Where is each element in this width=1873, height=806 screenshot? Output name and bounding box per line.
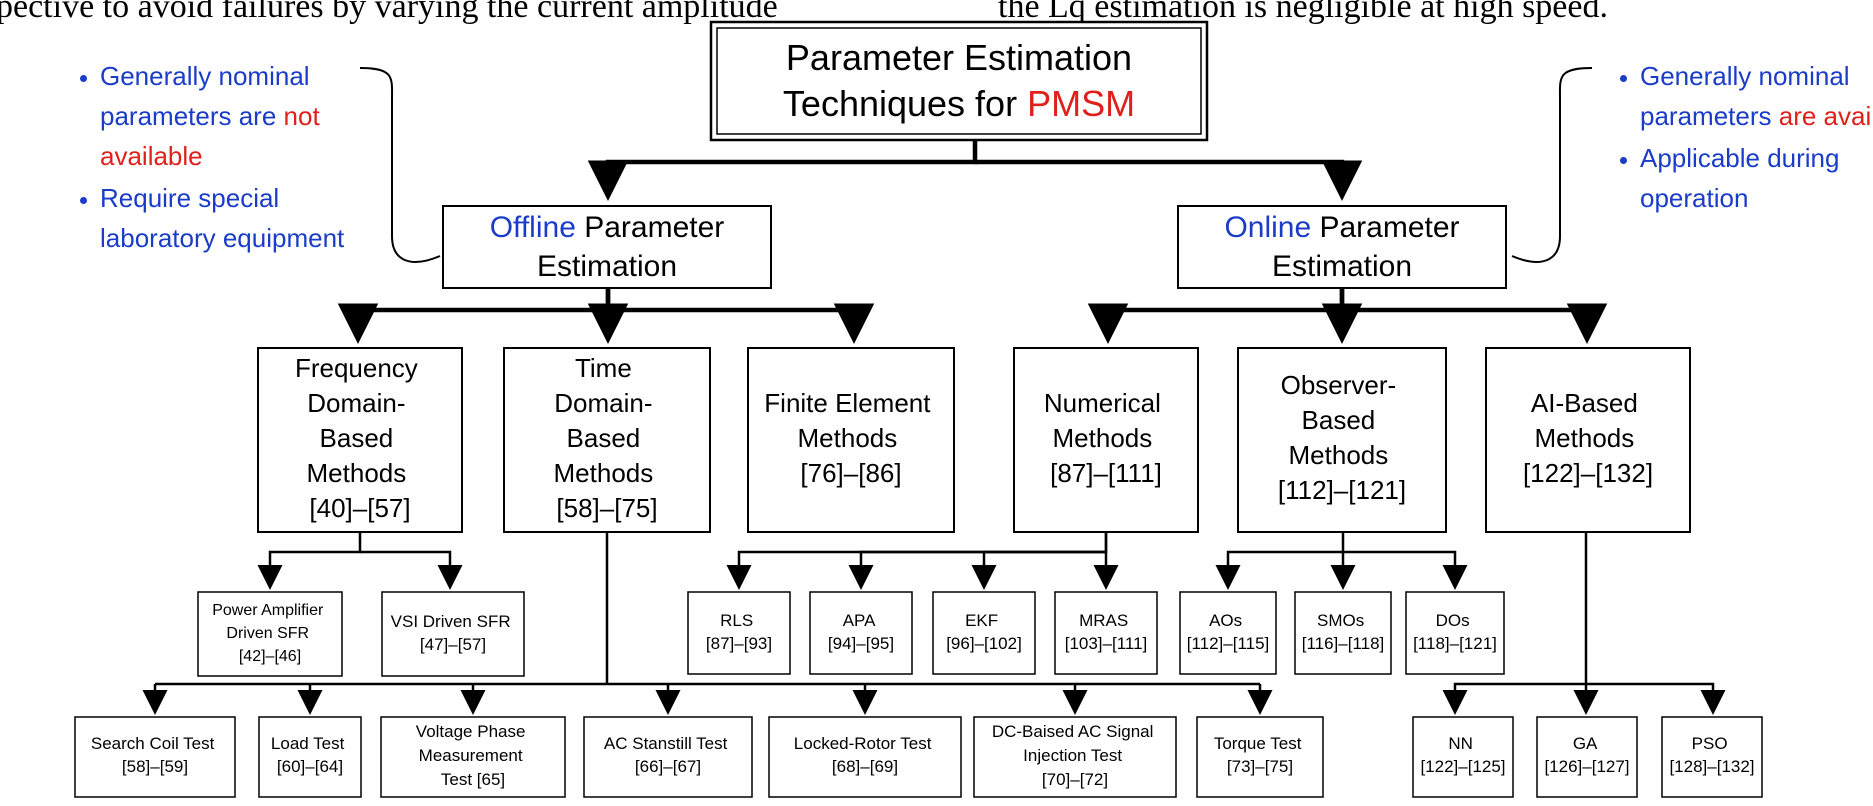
ekf-box bbox=[932, 591, 1036, 675]
offline-label-line1: Offline Parameter bbox=[490, 211, 725, 244]
online-notes: Generally nominal parameters are availab… bbox=[1598, 56, 1873, 220]
frequency-subnodes: Power Amplifier Driven SFR [42]–[46] VSI… bbox=[197, 591, 525, 677]
torque-test-label: Torque Test [73]–[75] bbox=[1214, 734, 1306, 776]
locked-rotor-test-label: Locked-Rotor Test [68]–[69] bbox=[794, 734, 936, 776]
ga-box bbox=[1536, 716, 1638, 798]
dos-label: DOs [118]–[121] bbox=[1413, 611, 1497, 653]
header-text-left: pective to avoid failures by varying the… bbox=[0, 0, 778, 25]
time-domain-box bbox=[503, 347, 711, 533]
offline-note-2: Require special laboratory equipment bbox=[100, 178, 400, 258]
rls-label: RLS [87]–[93] bbox=[706, 611, 772, 653]
mras-label: MRAS [103]–[111] bbox=[1065, 611, 1148, 653]
dc-biased-ac-injection-test-label: DC-Baised AC Signal Injection Test [70]–… bbox=[992, 722, 1158, 789]
online-note-1: Generally nominal parameters are availab… bbox=[1640, 56, 1873, 136]
online-label-line1: Online Parameter bbox=[1224, 211, 1459, 244]
search-coil-test-box bbox=[74, 716, 236, 798]
root-title-line2: Techniques for PMSM bbox=[783, 83, 1135, 124]
power-amplifier-sfr-label: Power Amplifier Driven SFR [42]–[46] bbox=[212, 602, 328, 665]
note-braces bbox=[359, 67, 1593, 263]
time-domain-label: Time Domain- Based Methods [58]–[75] bbox=[554, 353, 661, 523]
smos-label: SMOs [116]–[118] bbox=[1302, 611, 1385, 653]
smos-box bbox=[1294, 591, 1392, 675]
aos-label: AOs [112]–[115] bbox=[1187, 611, 1270, 653]
numerical-methods-label: Numerical Methods [87]–[111] bbox=[1044, 388, 1168, 488]
aos-box bbox=[1179, 591, 1277, 675]
observer-based-box bbox=[1237, 347, 1447, 533]
category-nodes: Frequency Domain- Based Methods [40]–[57… bbox=[257, 347, 1691, 533]
rls-box bbox=[687, 591, 791, 675]
ai-based-label: AI-Based Methods [122]–[132] bbox=[1523, 388, 1653, 488]
observer-based-label: Observer- Based Methods [112]–[121] bbox=[1278, 370, 1406, 505]
search-coil-test-label: Search Coil Test [58]–[59] bbox=[91, 734, 219, 776]
voltage-phase-test-label: Voltage Phase Measurement Test [65] bbox=[416, 722, 530, 789]
time-domain-subnodes: Search Coil Test [58]–[59] Load Test [60… bbox=[74, 716, 1324, 798]
root-title-line1: Parameter Estimation bbox=[786, 37, 1132, 78]
offline-estimation-node: Offline Parameter Estimation bbox=[442, 205, 772, 289]
nn-box bbox=[1412, 716, 1514, 798]
finite-element-label: Finite Element Methods [76]–[86] bbox=[764, 388, 937, 488]
dos-box bbox=[1405, 591, 1505, 675]
online-note-1-highlight: are available bbox=[1778, 101, 1873, 131]
online-label-line2: Estimation bbox=[1272, 250, 1412, 283]
numerical-subnodes: RLS [87]–[93] APA [94]–[95] EKF [96]–[10… bbox=[687, 591, 1158, 675]
observer-subnodes: AOs [112]–[115] SMOs [116]–[118] DOs [11… bbox=[1179, 591, 1505, 675]
ai-based-box bbox=[1485, 347, 1691, 533]
ai-subnodes: NN [122]–[125] GA [126]–[127] PSO [128]–… bbox=[1412, 716, 1763, 798]
load-test-box bbox=[258, 716, 362, 798]
vsi-driven-sfr-box bbox=[381, 591, 525, 677]
mras-box bbox=[1054, 591, 1158, 675]
numerical-methods-box bbox=[1013, 347, 1199, 533]
apa-label: APA [94]–[95] bbox=[828, 611, 894, 653]
voltage-phase-test-box bbox=[380, 716, 566, 798]
offline-notes: Generally nominal parameters are not ava… bbox=[58, 56, 400, 260]
pso-label: PSO [128]–[132] bbox=[1669, 734, 1754, 776]
ac-standstill-test-label: AC Stanstill Test [66]–[67] bbox=[604, 734, 732, 776]
power-amplifier-sfr-box bbox=[197, 591, 343, 677]
offline-note-1-highlight: not available bbox=[100, 101, 320, 171]
frequency-domain-box bbox=[257, 347, 463, 533]
dc-biased-ac-injection-test-box bbox=[973, 716, 1177, 798]
pso-box bbox=[1661, 716, 1763, 798]
offline-note-2-text: Require special laboratory equipment bbox=[100, 183, 345, 253]
online-estimation-node: Online Parameter Estimation bbox=[1177, 205, 1507, 289]
online-note-2-text: Applicable during operation bbox=[1640, 143, 1840, 213]
root-node: Parameter Estimation Techniques for PMSM bbox=[709, 20, 1209, 142]
locked-rotor-test-box bbox=[768, 716, 962, 798]
offline-label-line2: Estimation bbox=[537, 250, 677, 283]
ekf-label: EKF [96]–[102] bbox=[946, 611, 1022, 653]
frequency-domain-label: Frequency Domain- Based Methods [40]–[57… bbox=[295, 353, 425, 523]
nn-label: NN [122]–[125] bbox=[1420, 734, 1505, 776]
ac-standstill-test-box bbox=[583, 716, 753, 798]
apa-box bbox=[809, 591, 913, 675]
connector-lines bbox=[142, 140, 1726, 715]
vsi-driven-sfr-label: VSI Driven SFR [47]–[57] bbox=[391, 612, 516, 654]
online-note-1-text: Generally nominal parameters bbox=[1640, 61, 1850, 131]
offline-note-1-text: Generally nominal parameters are bbox=[100, 61, 310, 131]
offline-note-1: Generally nominal parameters are not ava… bbox=[100, 56, 400, 176]
torque-test-box bbox=[1196, 716, 1324, 798]
finite-element-box bbox=[747, 347, 955, 533]
load-test-label: Load Test [60]–[64] bbox=[271, 734, 349, 776]
ga-label: GA [126]–[127] bbox=[1544, 734, 1629, 776]
online-note-2: Applicable during operation bbox=[1640, 138, 1873, 218]
